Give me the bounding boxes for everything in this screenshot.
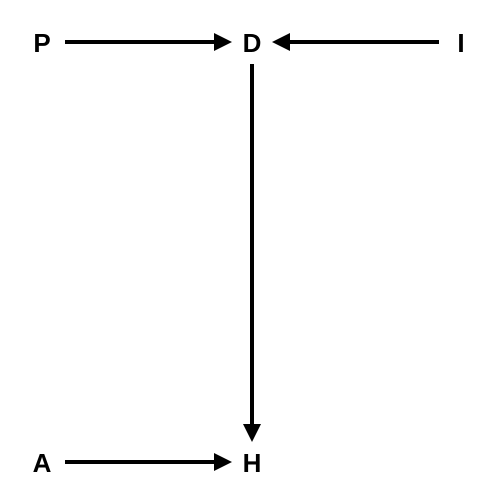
edge-p-to-d-arrowhead <box>214 33 232 51</box>
edge-i-to-d <box>272 33 439 51</box>
node-p: P <box>33 28 50 58</box>
node-a: A <box>33 448 52 478</box>
node-i: I <box>457 28 464 58</box>
node-h: H <box>243 448 262 478</box>
node-d: D <box>243 28 262 58</box>
edge-i-to-d-arrowhead <box>272 33 290 51</box>
edge-a-to-h-arrowhead <box>214 453 232 471</box>
edge-d-to-h-arrowhead <box>243 424 261 442</box>
edge-d-to-h <box>243 64 261 442</box>
edge-p-to-d <box>65 33 232 51</box>
edge-a-to-h <box>65 453 232 471</box>
